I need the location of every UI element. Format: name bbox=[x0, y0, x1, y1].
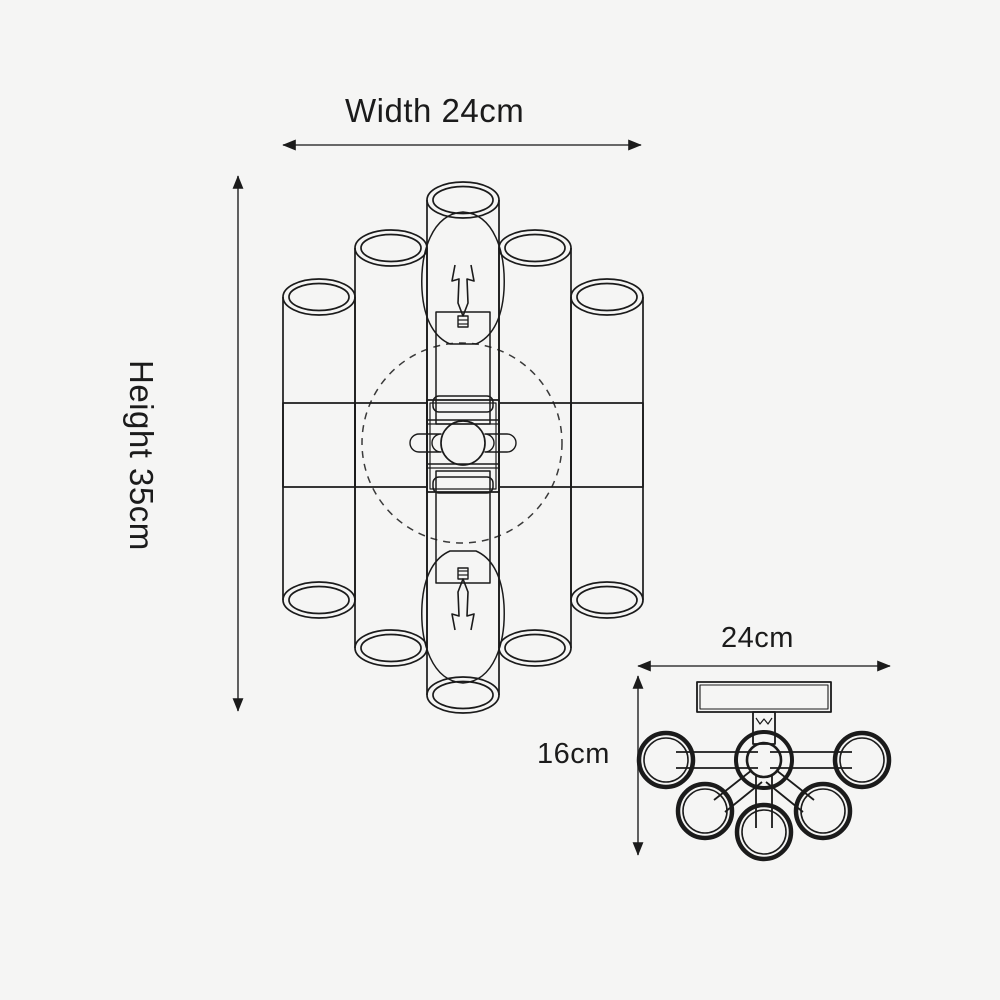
tube-center bbox=[426, 200, 500, 695]
plan-width-dimension-label: 24cm bbox=[721, 622, 794, 654]
mounting-band bbox=[282, 402, 644, 488]
tube-center-rim-top bbox=[426, 181, 500, 219]
plan-arm-bottom bbox=[755, 775, 773, 828]
bulb-lower-filament bbox=[451, 578, 475, 631]
plan-ring-bottom bbox=[734, 802, 794, 862]
bulb-upper bbox=[421, 211, 505, 425]
plan-ring-lower-left bbox=[675, 781, 735, 841]
bulb-upper-filament bbox=[451, 264, 475, 317]
width-dimension-label: Width 24cm bbox=[345, 92, 525, 129]
socket-lower bbox=[435, 470, 491, 584]
plan-ring-right bbox=[832, 730, 892, 790]
tube-outer-left bbox=[282, 278, 356, 619]
plan-view-fixture bbox=[636, 681, 892, 862]
plan-stem bbox=[752, 711, 776, 745]
socket-upper bbox=[435, 311, 491, 425]
bulb-lower bbox=[421, 470, 505, 684]
height-dimension-label: Height 35cm bbox=[123, 360, 160, 551]
plan-backplate bbox=[696, 681, 832, 713]
tube-middle-left bbox=[354, 229, 428, 667]
front-elevation-fixture bbox=[282, 181, 644, 714]
plan-hub-ring bbox=[734, 730, 794, 790]
plan-ring-left bbox=[636, 730, 696, 790]
center-hub bbox=[409, 395, 517, 494]
backplate-outline-dashed bbox=[361, 342, 563, 544]
plan-ring-lower-right bbox=[793, 781, 853, 841]
tube-outer-right bbox=[570, 278, 644, 619]
tube-center-rim-bottom bbox=[426, 676, 500, 714]
plan-height-dimension-label: 16cm bbox=[537, 738, 610, 770]
hub-knob bbox=[440, 420, 486, 466]
tube-middle-right bbox=[498, 229, 572, 667]
